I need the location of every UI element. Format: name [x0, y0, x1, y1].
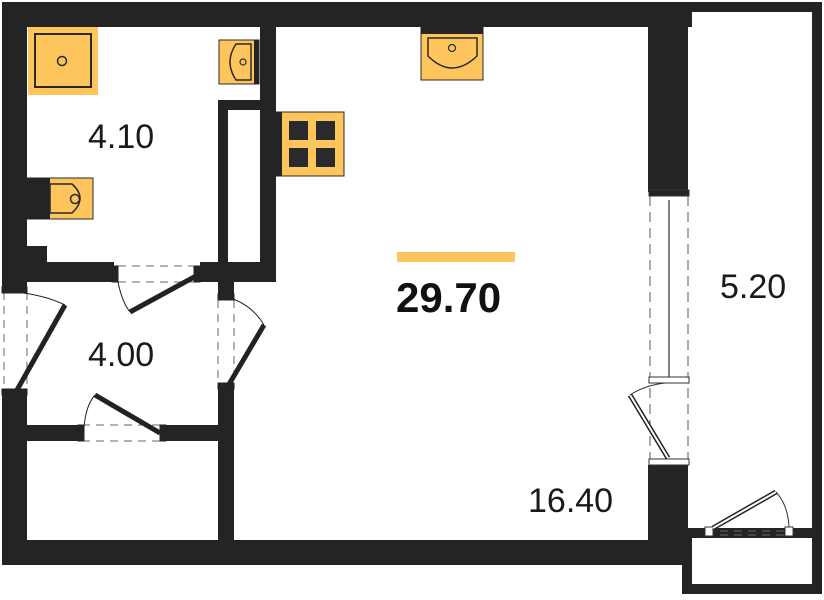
- balcony-opening: [627, 189, 690, 466]
- cooktop-icon: [275, 111, 345, 177]
- entrance-door: [1, 286, 68, 396]
- bathroom-sink-icon: [218, 39, 260, 85]
- total-area-accent-bar: [397, 252, 515, 262]
- living-room-door: [217, 293, 267, 390]
- balcony-door: [704, 489, 794, 537]
- living-room-area-label: 16.40: [528, 482, 614, 520]
- total-area-label: 29.70: [396, 274, 502, 321]
- toilet-icon: [26, 177, 94, 220]
- balcony-area-label: 5.20: [720, 268, 787, 306]
- bathroom-area-label: 4.10: [88, 118, 155, 156]
- storage-door: [77, 392, 167, 442]
- hallway-area-label: 4.00: [88, 336, 155, 374]
- bathroom-door: [111, 265, 201, 315]
- kitchen-sink-icon: [420, 26, 484, 81]
- shower-tray-icon: [28, 27, 98, 95]
